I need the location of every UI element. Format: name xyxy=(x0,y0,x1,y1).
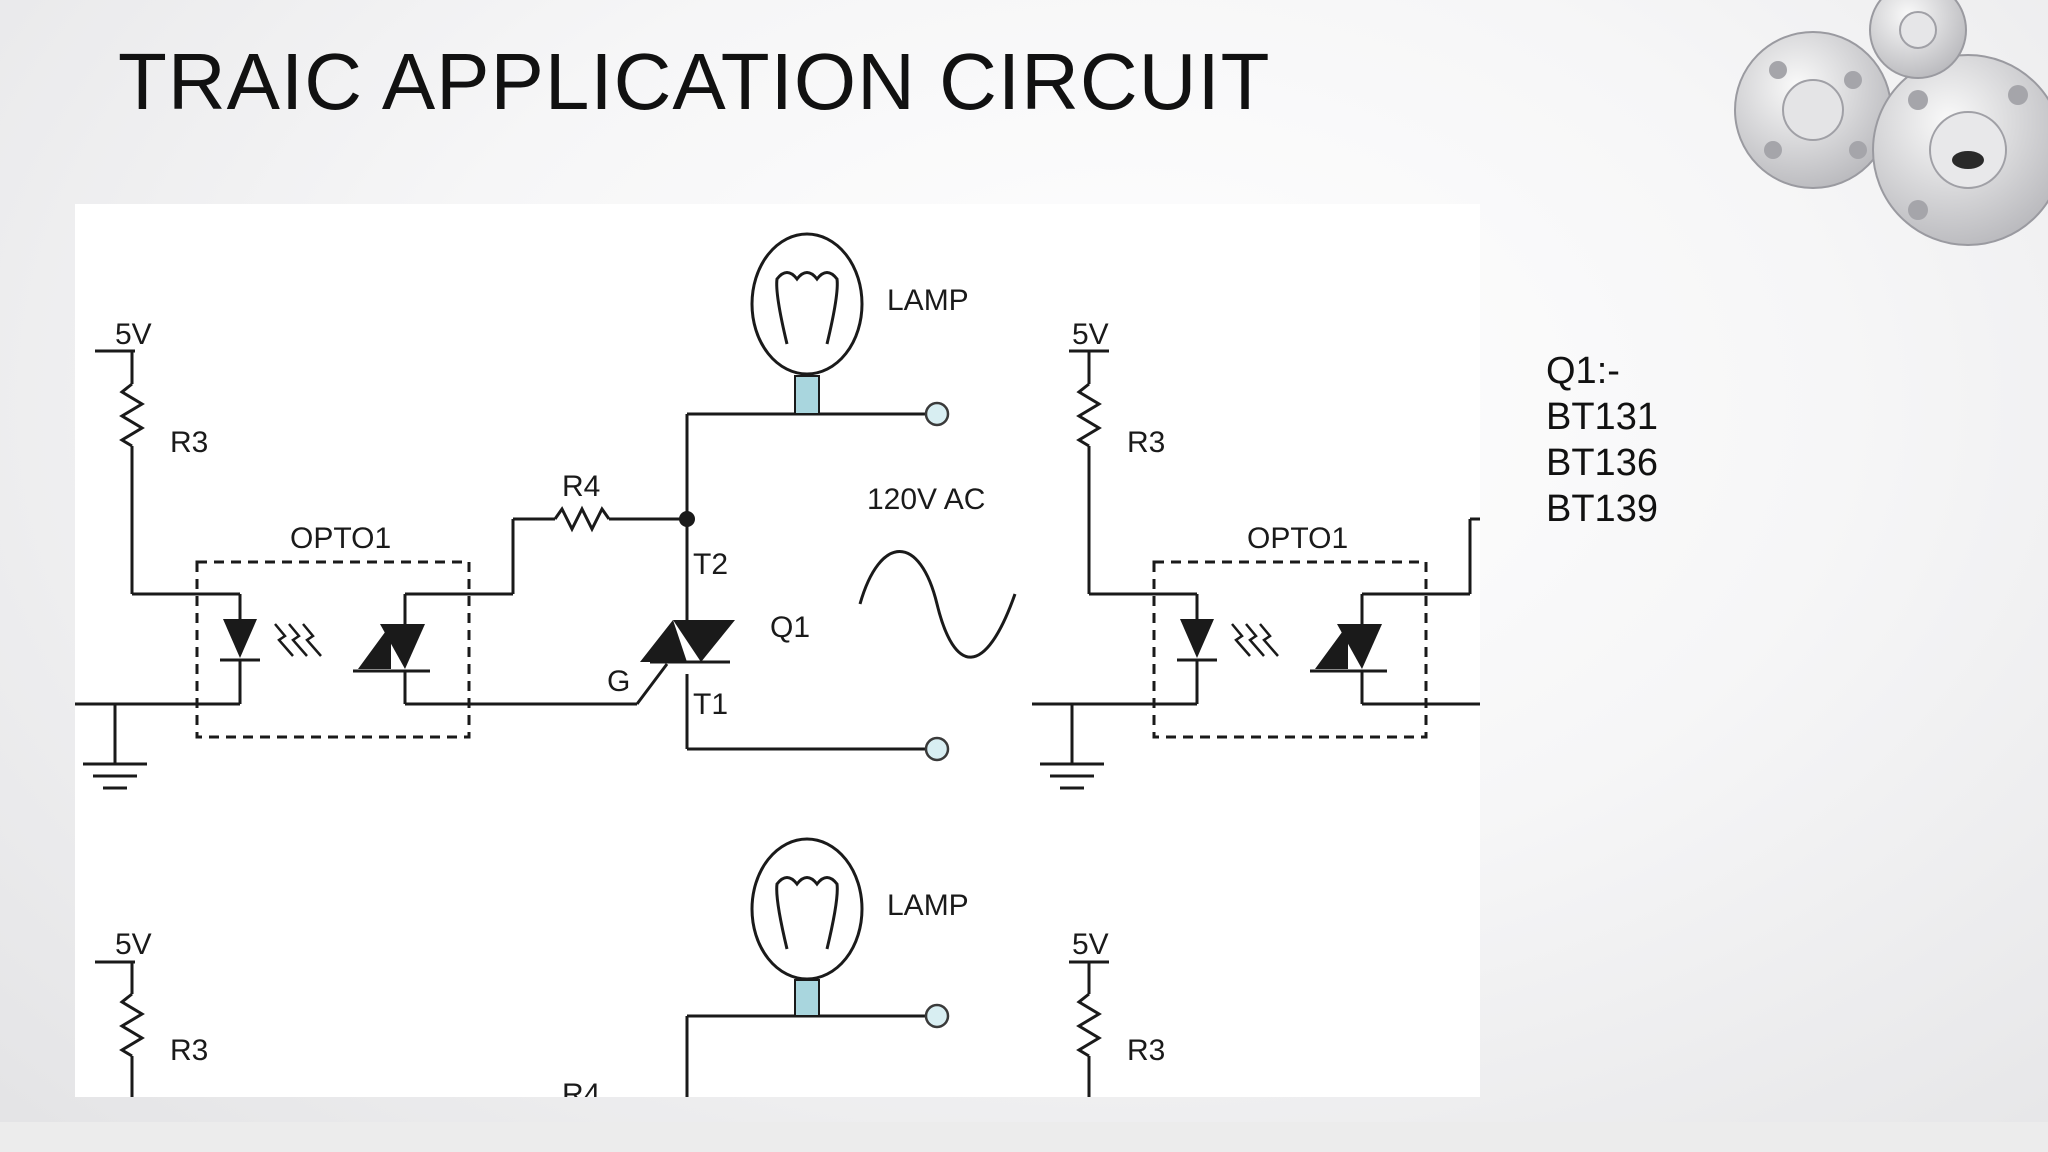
supply-label: 5V xyxy=(115,318,152,351)
gate-label: G xyxy=(607,665,630,698)
pullup-resistor-label: R3 xyxy=(170,426,208,459)
lamp-label-bottom: LAMP xyxy=(887,889,969,922)
lamp-label: LAMP xyxy=(887,284,969,317)
gear-icon xyxy=(1734,31,1892,189)
pullup-resistor-label-bottom: R3 xyxy=(170,1034,208,1067)
optocoupler-label: OPTO1 xyxy=(290,522,391,555)
footer-bar xyxy=(0,1122,2048,1152)
triac-label: Q1 xyxy=(770,611,810,644)
supply-label-bottom-right: 5V xyxy=(1072,928,1109,961)
slide-title: TRAIC APPLICATION CIRCUIT xyxy=(118,37,1271,126)
terminal-t2-label: T2 xyxy=(693,548,728,581)
terminal-t1-label: T1 xyxy=(693,688,728,721)
part-list: Q1:- BT131 BT136 BT139 xyxy=(1546,348,1658,532)
ac-source-label: 120V AC xyxy=(867,483,985,516)
pullup-resistor-label-right: R3 xyxy=(1127,426,1165,459)
part-option: BT139 xyxy=(1546,488,1658,530)
part-list-heading: Q1:- xyxy=(1546,350,1620,392)
series-resistor-label-bottom: R4 xyxy=(562,1078,600,1097)
circuit-diagram: 5V R3 R4 OPTO1 LAMP 120V AC Q1 T2 T1 G xyxy=(75,204,1480,1097)
supply-label-bottom: 5V xyxy=(115,928,152,961)
optocoupler-label-right: OPTO1 xyxy=(1247,522,1348,555)
gear-icon xyxy=(1869,0,1967,79)
series-resistor-label: R4 xyxy=(562,470,600,503)
part-option: BT136 xyxy=(1546,442,1658,484)
supply-label-right: 5V xyxy=(1072,318,1109,351)
pullup-resistor-label-bottom-right: R3 xyxy=(1127,1034,1165,1067)
gears-decoration xyxy=(1734,0,2048,246)
gear-icon xyxy=(1872,54,2048,246)
part-option: BT131 xyxy=(1546,396,1658,438)
